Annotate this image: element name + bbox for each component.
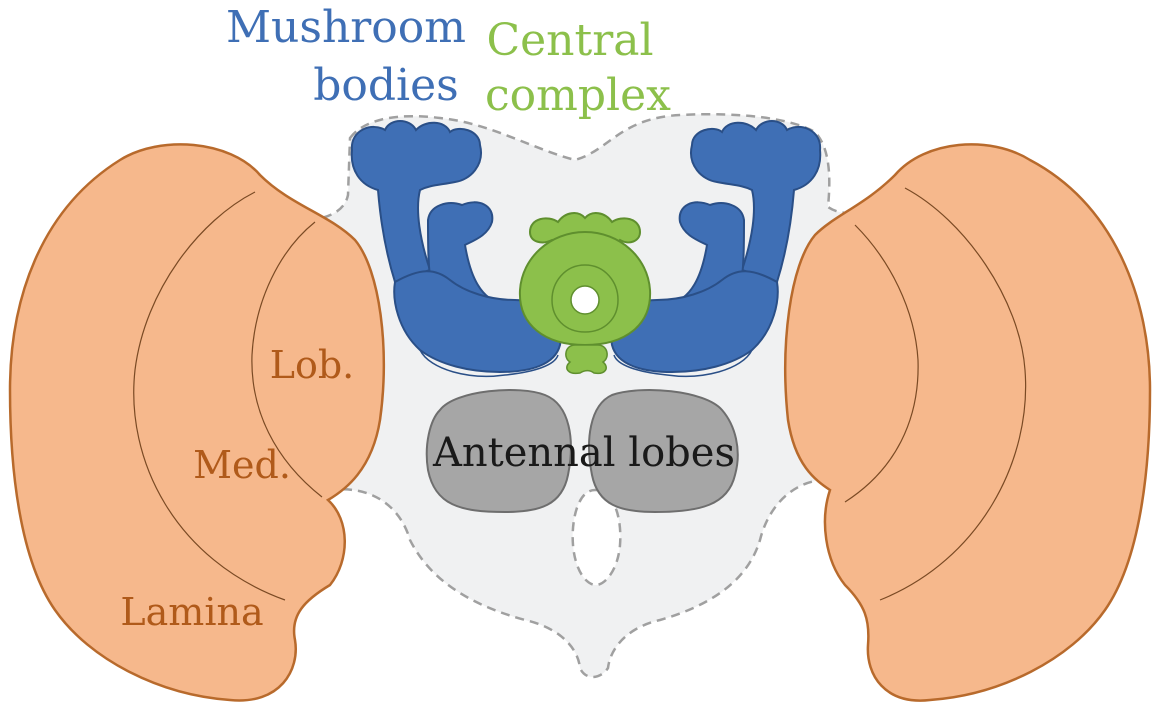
central-complex-label-line2: complex [485,70,671,121]
medulla-label: Med. [193,443,291,487]
lamina-label: Lamina [120,590,263,634]
antennal-lobes-label: Antennal lobes [432,430,735,476]
optic-lobe-right [785,144,1150,700]
lobula-label: Lob. [270,343,355,387]
mushroom-bodies-label-line2: bodies [313,60,459,111]
mushroom-bodies-label-line1: Mushroom [226,2,466,53]
ellipsoid-body-canal [571,286,599,314]
lamina-right [785,144,1150,700]
noduli [566,345,607,373]
central-complex-label-line1: Central [486,15,653,66]
